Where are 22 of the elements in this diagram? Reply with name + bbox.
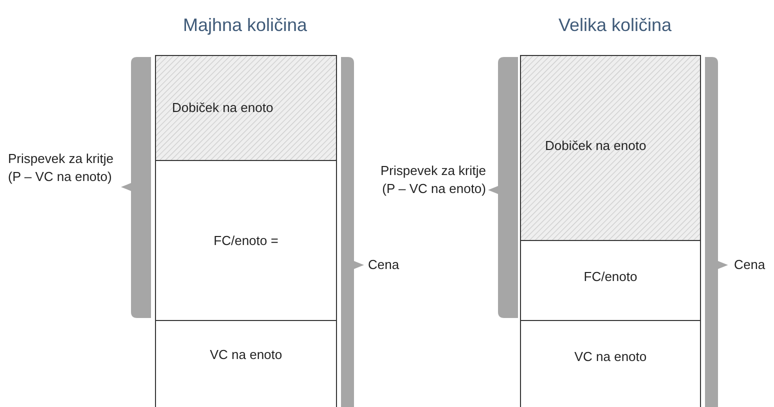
segment-label: Dobiček na enoto [545,138,648,153]
stack-segment [155,160,337,321]
brace-label: Prispevek za kritje (P – VC na enoto) [380,162,486,198]
brace [705,57,728,407]
stack-segment [155,320,337,407]
segment-label: VC na enoto [573,349,648,364]
segment-label: FC/enoto [582,269,638,284]
brace-label: Prispevek za kritje (P – VC na enoto) [8,150,114,186]
stack-segment [520,240,701,321]
hatched-segment [520,55,701,241]
brace [341,57,364,407]
column-heading: Velika količina [557,16,673,34]
column-heading: Majhna količina [182,16,308,34]
brace [488,57,518,318]
segment-label: VC na enoto [208,347,284,362]
stack-segment [520,320,701,407]
hatched-segment [155,55,337,161]
segment-label: Dobiček na enoto [172,100,274,115]
segment-label: FC/enoto = [212,233,280,248]
brace-label: Cena [734,256,766,274]
brace [121,57,151,318]
brace-label: Cena [368,256,400,274]
